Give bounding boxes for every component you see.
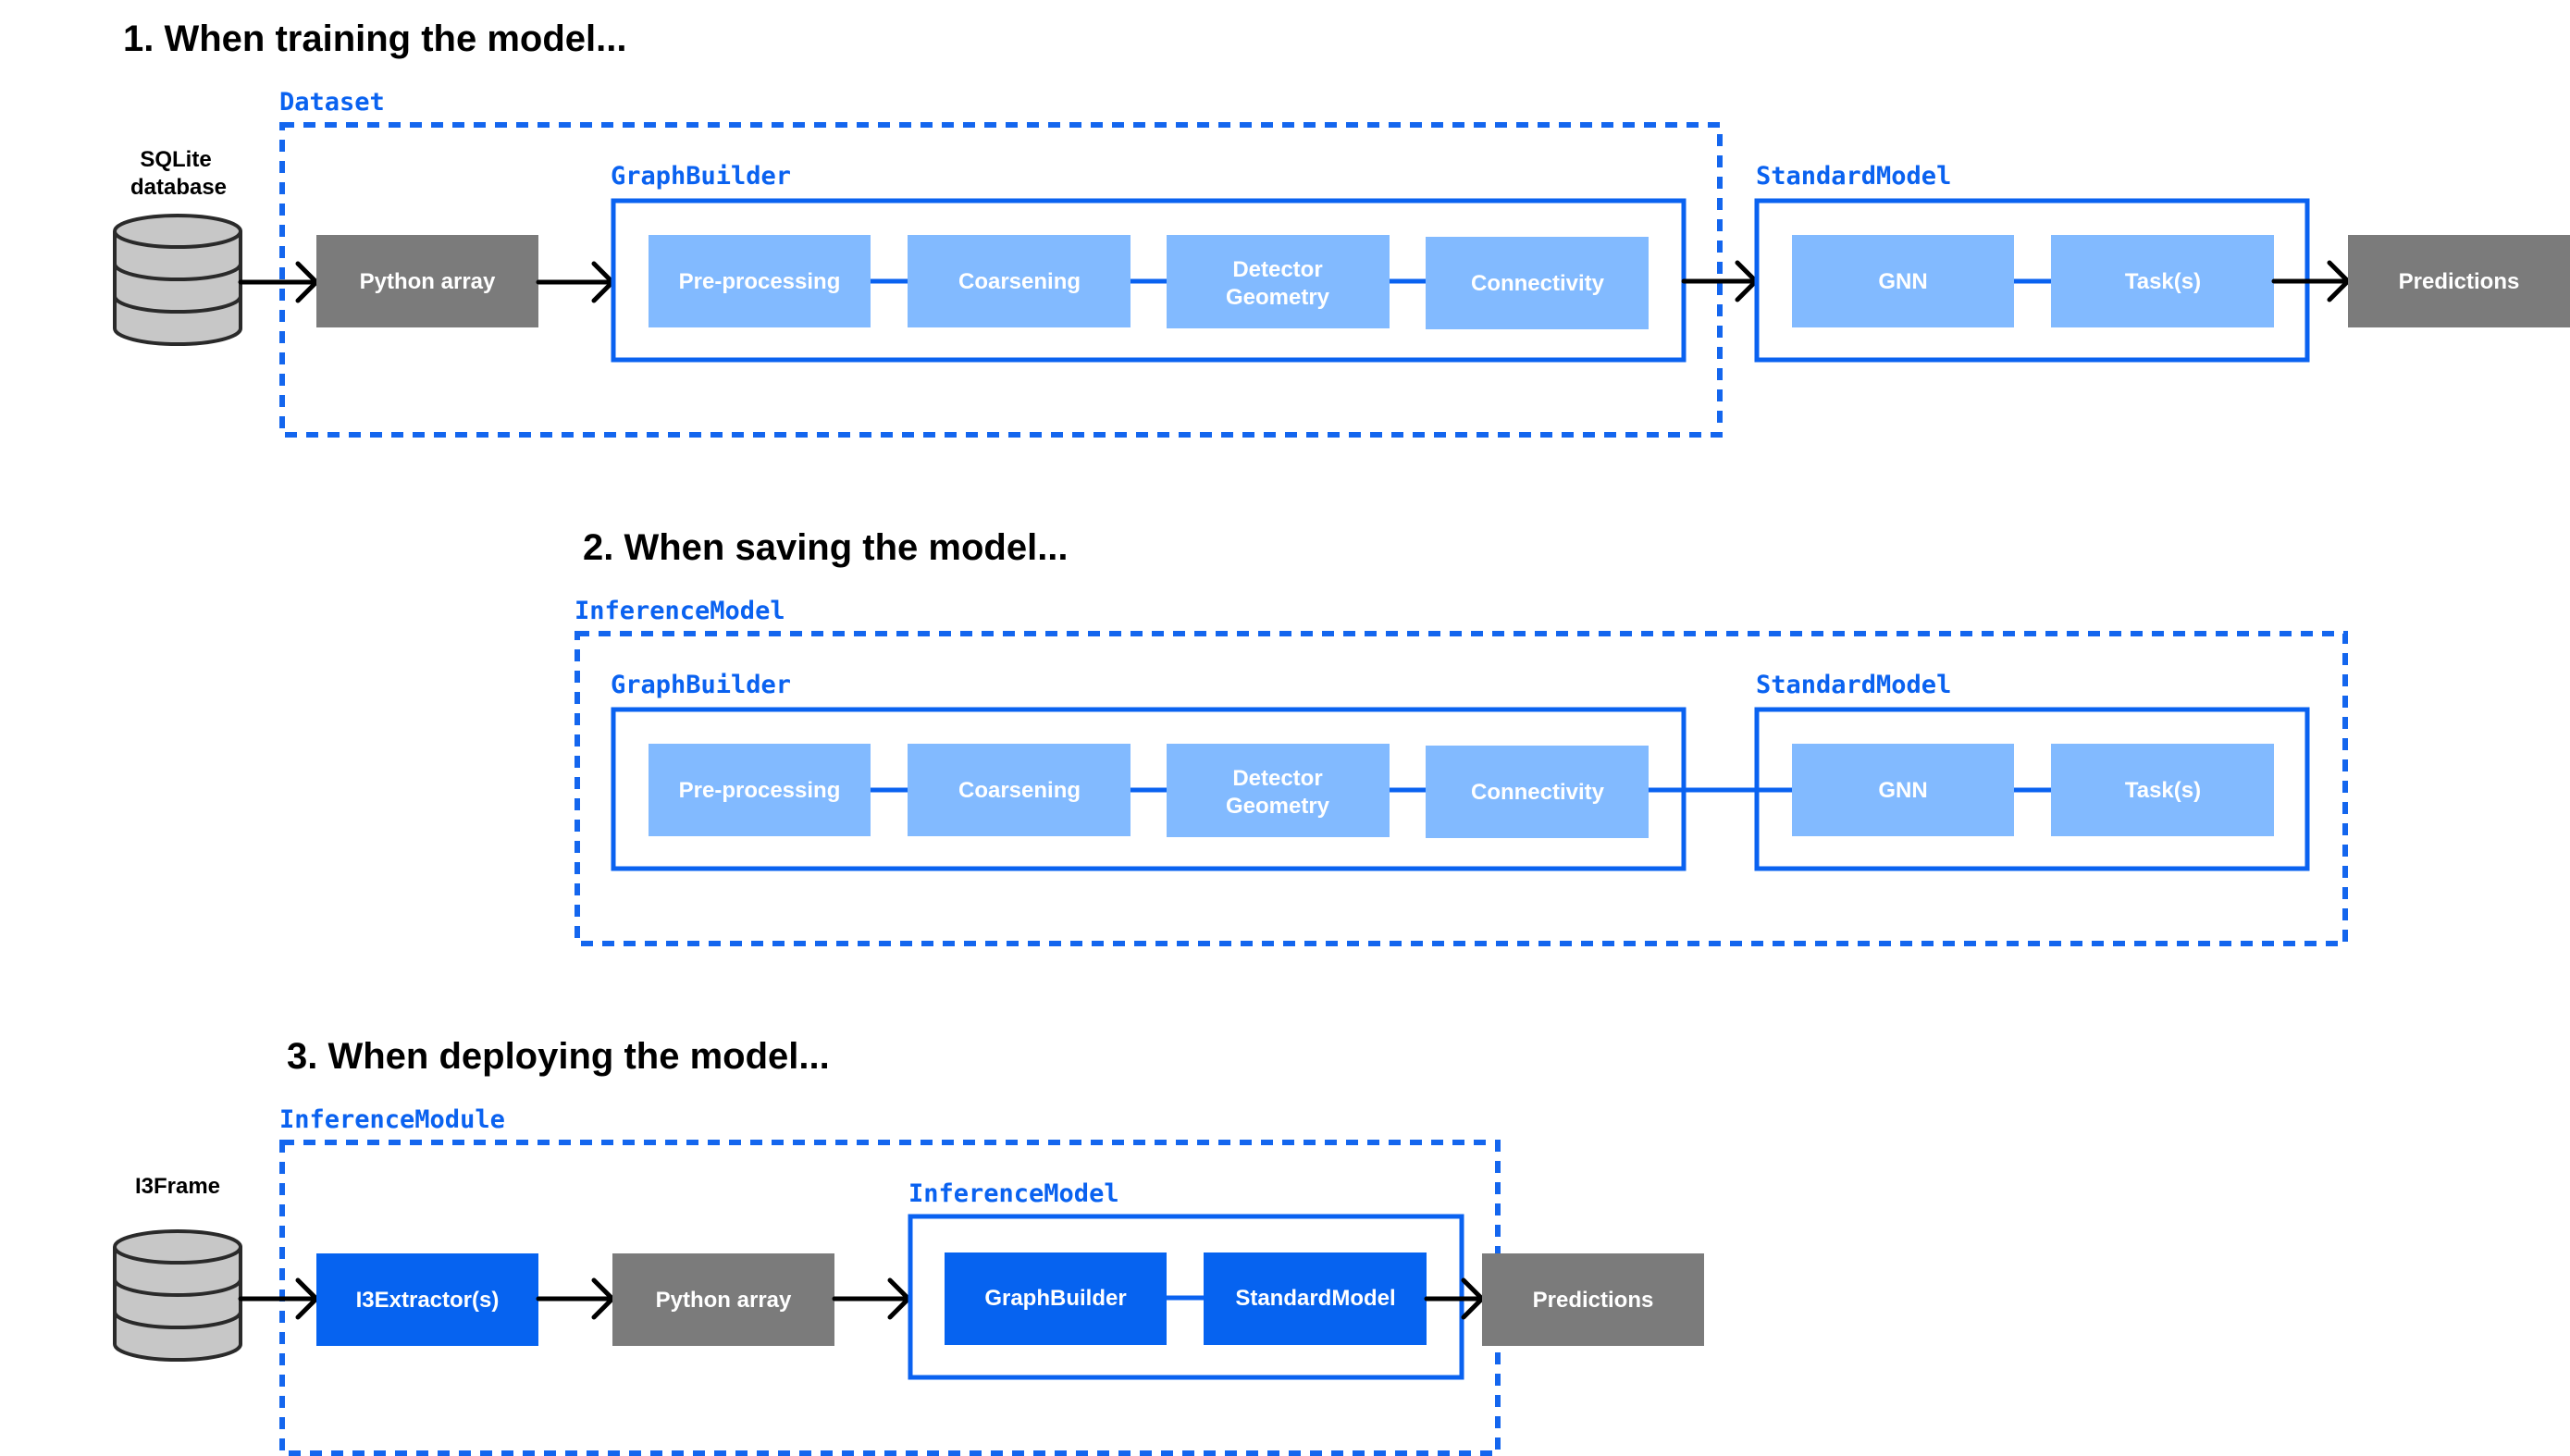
standardmodel-label: StandardModel	[1756, 162, 1951, 191]
sqlite-db-label-line2: database	[130, 175, 227, 200]
tasks-label: Task(s)	[2125, 778, 2201, 803]
i3frame-label: I3Frame	[135, 1174, 220, 1199]
detector-label-line2: Geometry	[1226, 285, 1330, 310]
connectivity-label: Connectivity	[1471, 271, 1605, 296]
coarsening-label: Coarsening	[958, 269, 1081, 294]
inferencemodel-frame	[575, 631, 2348, 946]
preprocessing-box	[649, 235, 871, 327]
detector-label-line1: Detector	[1232, 766, 1322, 791]
connectivity-box	[1426, 746, 1649, 838]
gnn-box	[1792, 235, 2014, 327]
i3extractor-box	[316, 1253, 538, 1346]
database-icon	[113, 1229, 242, 1362]
inferencemodule-label: InferenceModule	[279, 1105, 505, 1134]
gnn-box	[1792, 744, 2014, 836]
coarsening-box	[908, 744, 1131, 836]
python-array-label: Python array	[360, 269, 496, 294]
arrow-right-icon	[1424, 1277, 1485, 1320]
inferencemodel-label: InferenceModel	[575, 597, 785, 625]
connectivity-box	[1426, 237, 1649, 329]
section-title-saving: 2. When saving the model...	[583, 527, 1069, 568]
graphbuilder-label: GraphBuilder	[611, 671, 791, 699]
coarsening-label: Coarsening	[958, 778, 1081, 803]
graphbuilder-box	[945, 1252, 1167, 1345]
section-saving: 2. When saving the model... InferenceMod…	[575, 527, 2348, 946]
standardmodel-label: StandardModel	[1756, 671, 1951, 699]
arrow-right-icon	[238, 1277, 319, 1320]
sqlite-db-label-line1: SQLite	[140, 147, 211, 172]
section-training: 1. When training the model... Dataset SQ…	[113, 19, 2570, 438]
python-array-label: Python array	[656, 1288, 792, 1313]
dataset-label: Dataset	[279, 88, 385, 117]
section-title-training: 1. When training the model...	[123, 19, 626, 59]
coarsening-box	[908, 235, 1131, 327]
arrow-right-icon	[832, 1277, 911, 1320]
detector-label-line1: Detector	[1232, 257, 1322, 282]
arrow-right-icon	[238, 261, 319, 303]
standardmodel-box	[1204, 1252, 1427, 1345]
gnn-label: GNN	[1878, 778, 1927, 803]
database-icon	[113, 214, 242, 346]
tasks-box	[2051, 235, 2274, 327]
inferencemodel-label: InferenceModel	[908, 1179, 1119, 1208]
tasks-label: Task(s)	[2125, 269, 2201, 294]
arrow-right-icon	[536, 261, 615, 303]
predictions-label: Predictions	[2399, 269, 2520, 294]
preprocessing-box	[649, 744, 871, 836]
graphbuilder-label: GraphBuilder	[984, 1286, 1126, 1311]
detector-label-line2: Geometry	[1226, 794, 1330, 819]
python-array-box	[316, 235, 538, 327]
predictions-label: Predictions	[1533, 1288, 1654, 1313]
i3extractor-label: I3Extractor(s)	[356, 1288, 500, 1313]
tasks-box	[2051, 744, 2274, 836]
python-array-box	[612, 1253, 834, 1346]
detector-geometry-box	[1167, 744, 1390, 837]
preprocessing-label: Pre-processing	[679, 269, 841, 294]
standardmodel-frame	[1754, 707, 2310, 871]
detector-geometry-box	[1167, 235, 1390, 328]
standardmodel-label: StandardModel	[1235, 1286, 1395, 1311]
arrow-right-icon	[536, 1277, 615, 1320]
section-deploying: 3. When deploying the model... Inference…	[113, 1036, 1704, 1456]
predictions-box	[1482, 1253, 1704, 1346]
predictions-box	[2348, 235, 2570, 327]
gnn-label: GNN	[1878, 269, 1927, 294]
preprocessing-label: Pre-processing	[679, 778, 841, 803]
arrow-right-icon	[2271, 260, 2351, 302]
connectivity-label: Connectivity	[1471, 780, 1605, 805]
section-title-deploying: 3. When deploying the model...	[287, 1036, 830, 1077]
graphbuilder-label: GraphBuilder	[611, 162, 791, 191]
